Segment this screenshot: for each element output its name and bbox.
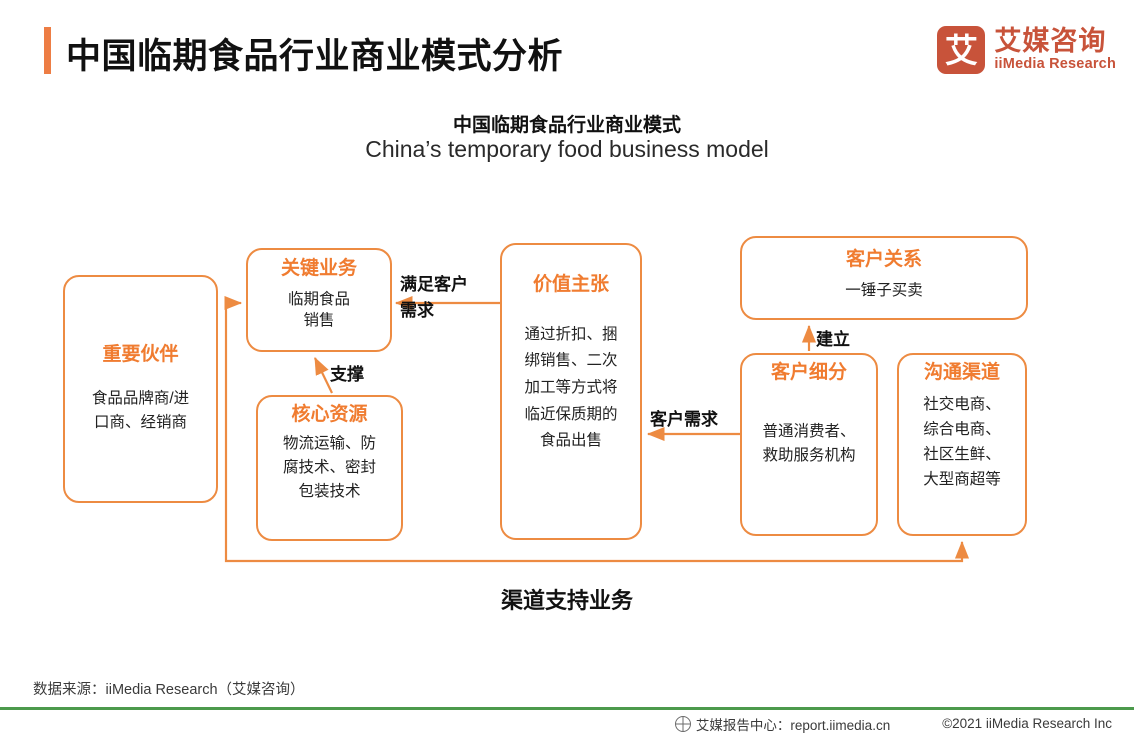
node-body: 临期食品 销售 [287, 290, 350, 329]
node-title: 价值主张 [532, 274, 609, 295]
data-source-note: 数据来源：iiMedia Research（艾媒咨询） [33, 682, 305, 698]
logo-mark-glyph: 艾 [944, 31, 978, 69]
logo-name-en: iiMedia Research [994, 55, 1116, 72]
node-title: 客户关系 [845, 249, 922, 270]
node-title: 沟通渠道 [923, 362, 1000, 383]
report-center-link[interactable]: 艾媒报告中心：report.iimedia.cn [674, 714, 891, 734]
globe-icon [674, 715, 691, 732]
node-customer-segments[interactable]: 客户细分 普通消费者、 救助服务机构 [740, 353, 878, 536]
node-body: 社交电商、 综合电商、 社区生鲜、 大型商超等 [923, 395, 1001, 489]
node-body: 一锤子买卖 [845, 281, 923, 299]
node-body: 食品品牌商/进 口商、经销商 [91, 390, 190, 432]
edge-label-channel-support-business: 渠道支持业务 [500, 588, 633, 613]
node-body: 普通消费者、 救助服务机构 [762, 422, 856, 464]
node-title: 重要伙伴 [102, 343, 179, 365]
edge-label-satisfy-customer-demand: 满足客户 需求 [400, 275, 468, 321]
node-core-resources[interactable]: 核心资源 物流运输、防 腐技术、密封 包装技术 [256, 395, 403, 541]
footer-divider [0, 707, 1134, 710]
chart-title-english: China’s temporary food business model [365, 136, 769, 162]
logo-mark-icon: 艾 [937, 26, 986, 74]
page-footer: 艾媒报告中心：report.iimedia.cn ©2021 iiMedia R… [0, 710, 1134, 737]
title-accent-bar [44, 27, 51, 74]
edge-label-build: 建立 [816, 330, 850, 349]
iimedia-logo: 艾 艾媒咨询 iiMedia Research [937, 24, 1116, 76]
node-title: 关键业务 [280, 258, 357, 279]
node-body: 通过折扣、捆 绑销售、二次 加工等方式将 临近保质期的 食品出售 [524, 325, 618, 450]
node-key-partners[interactable]: 重要伙伴 食品品牌商/进 口商、经销商 [63, 275, 218, 503]
node-title: 核心资源 [291, 404, 368, 425]
logo-text: 艾媒咨询 iiMedia Research [994, 27, 1116, 72]
node-body: 物流运输、防 腐技术、密封 包装技术 [282, 434, 376, 500]
logo-name-cn: 艾媒咨询 [994, 26, 1107, 57]
page-header: 中国临期食品行业商业模式分析 艾 艾媒咨询 iiMedia Research [0, 0, 1134, 96]
node-customer-relationships[interactable]: 客户关系 一锤子买卖 [740, 236, 1028, 320]
copyright-label: ©2021 iiMedia Research Inc [942, 716, 1112, 731]
node-value-proposition[interactable]: 价值主张 通过折扣、捆 绑销售、二次 加工等方式将 临近保质期的 食品出售 [500, 243, 642, 540]
node-key-activities[interactable]: 关键业务 临期食品 销售 [246, 248, 392, 352]
report-center-label: 艾媒报告中心：report.iimedia.cn [695, 717, 891, 733]
node-title: 客户细分 [770, 362, 847, 383]
edge-label-customer-demand: 客户需求 [650, 410, 718, 429]
node-channels[interactable]: 沟通渠道 社交电商、 综合电商、 社区生鲜、 大型商超等 [897, 353, 1027, 536]
page-title: 中国临期食品行业商业模式分析 [66, 37, 564, 76]
chart-title-chinese: 中国临期食品行业商业模式 [452, 115, 681, 136]
edge-label-support: 支撑 [330, 365, 364, 384]
